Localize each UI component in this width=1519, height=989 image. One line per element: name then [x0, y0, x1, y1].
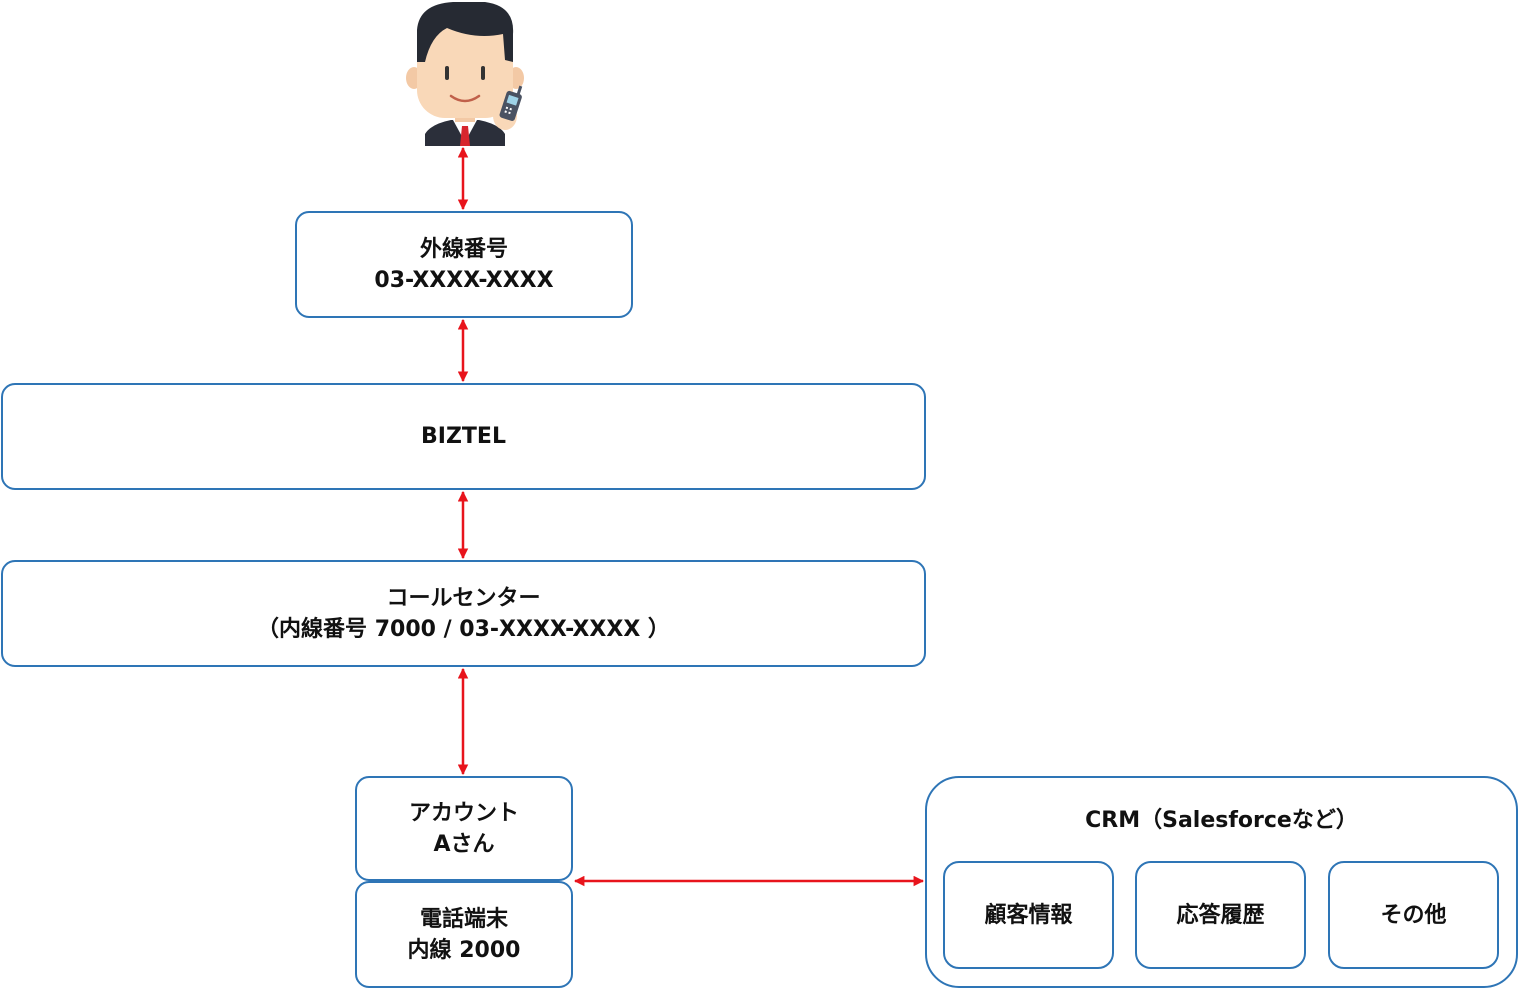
crm-title: CRM（Salesforceなど）: [1085, 808, 1358, 833]
outer-line-box: 外線番号 03-XXXX-XXXX: [295, 211, 633, 318]
phone-terminal-label: 電話端末: [419, 906, 508, 932]
call-center-label: コールセンター: [386, 585, 541, 611]
hair: [417, 2, 514, 62]
crm-item-label: その他: [1380, 902, 1447, 928]
phone-extension: 内線 2000: [407, 937, 521, 963]
mobile-phone-icon: [499, 85, 523, 121]
crm-item-customer-info: 顧客情報: [943, 861, 1114, 969]
crm-item-label: 応答履歴: [1176, 902, 1265, 928]
crm-item-other: その他: [1328, 861, 1499, 969]
account-user: Aさん: [433, 831, 495, 857]
crm-item-response-history: 応答履歴: [1135, 861, 1306, 969]
businessman-with-mobile-phone-icon: [406, 2, 524, 146]
biztel-box: BIZTEL: [1, 383, 926, 490]
phone-terminal-box: 電話端末 内線 2000: [355, 881, 573, 988]
account-label: アカウント: [408, 800, 519, 826]
tie: [460, 126, 470, 146]
face: [417, 22, 513, 118]
crm-item-label: 顧客情報: [984, 902, 1073, 928]
call-center-box: コールセンター （内線番号 7000 / 03-XXXX-XXXX ）: [1, 560, 926, 667]
call-center-number: （内線番号 7000 / 03-XXXX-XXXX ）: [257, 616, 670, 642]
outer-line-label: 外線番号: [419, 236, 508, 262]
account-box: アカウント Aさん: [355, 776, 573, 881]
outer-line-number: 03-XXXX-XXXX: [374, 267, 554, 293]
biztel-label: BIZTEL: [421, 424, 506, 449]
